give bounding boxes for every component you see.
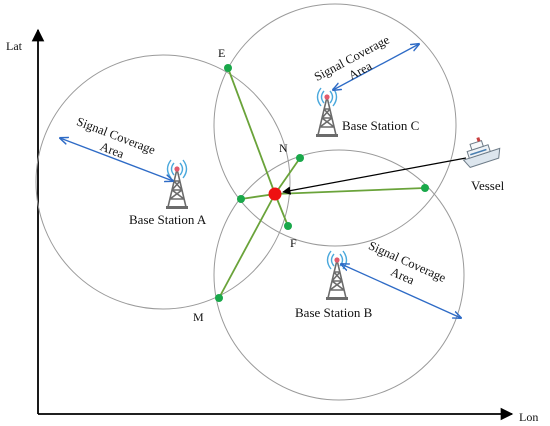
node-e xyxy=(224,64,232,72)
point-label-f: F xyxy=(290,236,297,250)
coverage-label-a: Signal Coverage Area xyxy=(69,114,160,172)
point-label-n: N xyxy=(279,141,288,155)
point-label-e: E xyxy=(218,46,225,60)
station-label-a: Base Station A xyxy=(129,212,207,227)
coverage-circle-a xyxy=(35,54,291,310)
tower-icon-b xyxy=(325,250,349,301)
link-right-node xyxy=(274,187,426,195)
vessel-arrow xyxy=(282,157,467,195)
point-label-m: M xyxy=(193,310,204,324)
coverage-arrow-a xyxy=(60,138,173,181)
coverage-circle-c xyxy=(213,3,457,247)
coverage-circle-b xyxy=(213,149,465,401)
coverage-arrow-c xyxy=(333,44,419,90)
vessel-icon xyxy=(462,137,501,168)
coverage-label-b: Signal Coverage Area xyxy=(360,238,450,300)
coverage-arrow-b xyxy=(341,264,461,318)
link-e xyxy=(227,67,276,195)
link-lines xyxy=(218,67,426,299)
y-axis-label: Lat xyxy=(6,39,23,53)
tower-icon-a xyxy=(165,159,189,210)
node-right xyxy=(421,184,429,192)
node-f xyxy=(284,222,292,230)
x-axis-label: Lon xyxy=(519,410,538,424)
tower-icon-c xyxy=(315,87,339,138)
coverage-label-c: Signal Coverage Area xyxy=(312,31,402,97)
link-m xyxy=(218,193,276,299)
node-m xyxy=(215,294,223,302)
station-label-c: Base Station C xyxy=(342,118,419,133)
node-n xyxy=(296,154,304,162)
target-position-marker xyxy=(268,187,282,201)
station-label-b: Base Station B xyxy=(295,305,373,320)
vessel-label: Vessel xyxy=(471,178,505,193)
node-left xyxy=(237,195,245,203)
link-n xyxy=(274,157,301,195)
